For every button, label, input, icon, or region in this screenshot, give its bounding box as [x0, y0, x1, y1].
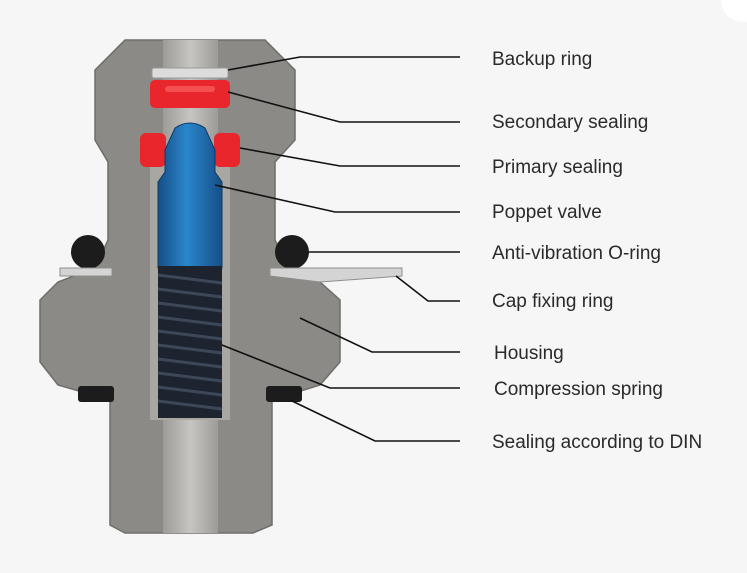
label-poppet-valve: Poppet valve — [492, 202, 602, 223]
leader-housing — [299, 317, 460, 353]
leader-secondary-sealing — [227, 91, 460, 123]
primary-seal-right — [214, 133, 240, 167]
label-sealing-din: Sealing according to DIN — [492, 432, 703, 453]
label-housing: Housing — [494, 343, 564, 364]
label-secondary-sealing: Secondary sealing — [492, 112, 649, 133]
oring-right — [275, 235, 309, 269]
leader-cap-fixing-ring — [395, 275, 460, 302]
leader-poppet-valve — [214, 184, 460, 213]
cap-fixing-ring-right — [269, 267, 403, 283]
leader-sealing-din — [289, 399, 460, 442]
label-primary-sealing: Primary sealing — [492, 157, 623, 178]
oring-left — [71, 235, 105, 269]
secondary-seal — [150, 80, 230, 108]
din-seal-left — [78, 386, 114, 402]
label-backup-ring: Backup ring — [492, 49, 593, 70]
backup-ring — [151, 67, 229, 79]
corner-decoration — [721, 0, 747, 22]
din-seal-right — [266, 386, 302, 402]
secondary-seal-highlight — [165, 86, 215, 92]
compression-spring — [157, 266, 223, 418]
leader-backup-ring — [227, 56, 460, 71]
label-anti-vibration-oring: Anti-vibration O-ring — [492, 243, 661, 264]
leader-compression-spring — [221, 344, 460, 389]
poppet-valve — [157, 122, 223, 269]
leader-primary-sealing — [239, 147, 460, 167]
label-cap-fixing-ring: Cap fixing ring — [492, 291, 614, 312]
primary-seal-left — [140, 133, 166, 167]
label-compression-spring: Compression spring — [494, 379, 663, 400]
leader-lines — [214, 56, 460, 442]
cap-fixing-ring-left — [59, 267, 113, 277]
